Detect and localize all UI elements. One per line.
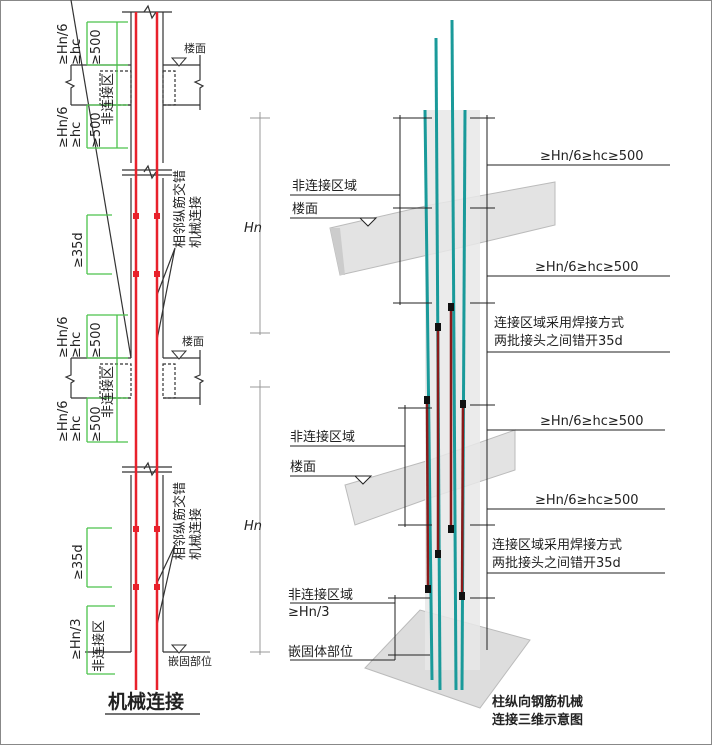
label-floor: 楼面 [290, 460, 316, 475]
label-nonconn: 非连接区域 [292, 178, 357, 194]
label-nonconn: 非连接区 [91, 620, 107, 672]
label-hn6: ≥Hn/6 [56, 316, 71, 358]
left-labels: ≥Hn/6 ≥hc ≥500 非连接区 ≥Hn/6 ≥hc ≥500 ≥35d … [56, 23, 212, 715]
label-500: ≥500 [89, 322, 104, 358]
label-hn: Hn [244, 221, 262, 236]
right-dims [290, 115, 670, 661]
label-hc: ≥hc [69, 332, 84, 358]
label-dim: ≥Hn/6≥hc≥500 [540, 414, 644, 429]
label-35d: ≥35d [71, 544, 86, 580]
label-floor: 楼面 [184, 41, 206, 55]
label-500: ≥500 [89, 406, 104, 442]
label-hn6: ≥Hn/6 [56, 106, 71, 148]
label-hn3: ≥Hn/3 [288, 605, 330, 620]
label-weld: 两批接头之间错开35d [494, 333, 623, 349]
label-stagger: 相邻纵筋交错 [172, 170, 188, 248]
label-hc: ≥hc [69, 416, 84, 442]
label-stagger: 机械连接 [188, 508, 204, 560]
floor-markers [170, 57, 188, 654]
right-title: 柱纵向钢筋机械 [492, 694, 583, 710]
red-rebars [134, 12, 159, 690]
right-floor-markers [353, 217, 378, 485]
label-stagger: 相邻纵筋交错 [172, 482, 188, 560]
label-nonconn: 非连接区域 [290, 429, 355, 445]
label-35d: ≥35d [71, 232, 86, 268]
right-labels: ≥Hn/6≥hc≥500 ≥Hn/6≥hc≥500 非连接区域 楼面 连接区域采… [288, 149, 644, 728]
label-weld: 连接区域采用焊接方式 [494, 315, 624, 331]
left-title: 机械连接 [108, 690, 184, 713]
label-embed: 嵌固部位 [168, 654, 212, 668]
couplers [133, 213, 160, 590]
label-hn6: ≥Hn/6 [56, 400, 71, 442]
label-floor: 楼面 [182, 334, 204, 348]
label-hn6: ≥Hn/6 [56, 23, 71, 65]
label-floor: 楼面 [292, 202, 318, 217]
label-dim: ≥Hn/6≥hc≥500 [535, 493, 639, 508]
label-dim: ≥Hn/6≥hc≥500 [540, 149, 644, 164]
right-title: 连接三维示意图 [492, 712, 583, 728]
label-nonconn: 非连接区 [100, 73, 116, 125]
label-embed: 嵌固体部位 [288, 645, 353, 660]
label-hn: Hn [244, 519, 262, 534]
label-weld: 两批接头之间错开35d [492, 555, 621, 571]
label-500: ≥500 [89, 29, 104, 65]
label-hn3: ≥Hn/3 [69, 618, 84, 660]
3d-column [329, 19, 556, 709]
label-hc: ≥hc [69, 122, 84, 148]
label-weld: 连接区域采用焊接方式 [492, 537, 622, 553]
label-stagger: 机械连接 [188, 196, 204, 248]
green-dims [86, 21, 128, 675]
label-hc: ≥hc [69, 39, 84, 65]
label-nonconn: 非连接区 [100, 366, 116, 418]
label-dim: ≥Hn/6≥hc≥500 [535, 260, 639, 275]
label-nonconn: 非连接区域 [288, 587, 353, 603]
hn-dimension [250, 112, 270, 655]
label-500: ≥500 [89, 112, 104, 148]
